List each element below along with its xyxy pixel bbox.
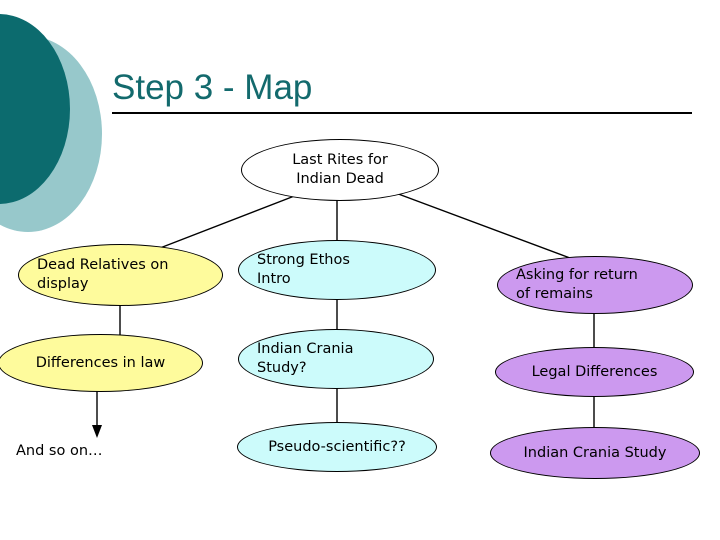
map-node-pseudo-scientific-label: Pseudo-scientific?? — [268, 438, 406, 455]
map-node-indian-crania-study[interactable]: Indian Crania Study — [490, 427, 700, 479]
map-node-root[interactable]: Last Rites for Indian Dead — [241, 139, 439, 201]
map-node-differences-in-law-label: Differences in law — [35, 354, 166, 371]
map-node-asking-for-return-label: Asking for return of remains — [516, 267, 638, 302]
map-node-strong-ethos-intro-label: Strong Ethos Intro — [257, 252, 350, 287]
map-node-legal-differences-label: Legal Differences — [531, 363, 658, 380]
map-node-indian-crania-study-q[interactable]: Indian Crania Study? — [238, 329, 434, 389]
page-title: Step 3 - Map — [112, 68, 313, 107]
connector-root-to-yellow — [159, 194, 298, 249]
map-node-differences-in-law[interactable]: Differences in law — [0, 334, 203, 392]
arrowhead-down-icon — [92, 425, 102, 438]
map-node-indian-crania-study-q-label: Indian Crania Study? — [257, 341, 354, 376]
map-node-dead-relatives-label: Dead Relatives on display — [37, 257, 169, 292]
map-node-legal-differences[interactable]: Legal Differences — [495, 347, 694, 397]
map-node-dead-relatives[interactable]: Dead Relatives on display — [18, 244, 223, 306]
map-node-and-so-on-label: And so on… — [16, 443, 103, 459]
map-node-strong-ethos-intro[interactable]: Strong Ethos Intro — [238, 240, 436, 300]
title-divider — [112, 112, 692, 114]
map-node-and-so-on: And so on… — [16, 443, 103, 459]
connector-root-to-purple — [392, 191, 571, 259]
map-node-indian-crania-study-label: Indian Crania Study — [523, 444, 667, 461]
map-node-pseudo-scientific[interactable]: Pseudo-scientific?? — [237, 422, 437, 472]
map-node-asking-for-return[interactable]: Asking for return of remains — [497, 256, 693, 314]
title-block: Step 3 - Map — [112, 68, 692, 114]
map-node-root-label: Last Rites for Indian Dead — [292, 152, 388, 187]
